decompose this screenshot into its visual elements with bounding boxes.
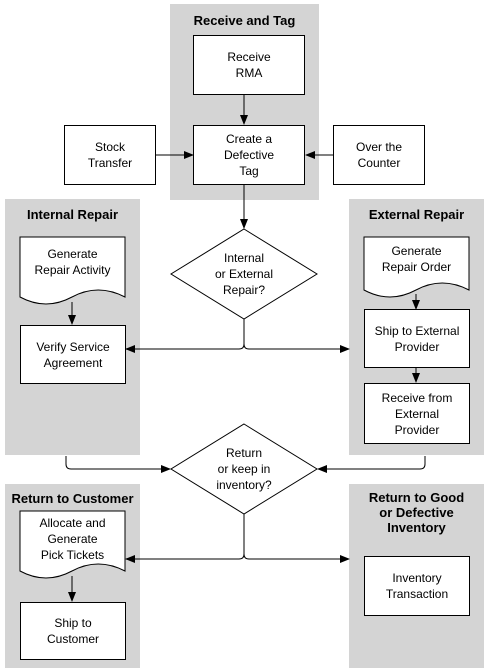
node-verify-service-agreement: Verify Service Agreement — [20, 325, 126, 384]
node-ship-to-customer: Ship to Customer — [20, 602, 126, 660]
panel-title-external-repair: External Repair — [368, 207, 465, 222]
label-generate-repair-activity: Generate Repair Activity — [34, 247, 111, 277]
doc-generate-repair-activity — [19, 236, 126, 305]
node-stock-transfer: Stock Transfer — [64, 125, 156, 185]
arrow-external-to-decision2 — [317, 456, 426, 473]
branch-decision1-stem — [238, 319, 245, 350]
node-over-the-counter: Over the Counter — [333, 125, 425, 185]
panel-title-return-to-inventory: Return to Good or Defective Inventory — [368, 490, 465, 535]
doc-generate-repair-order — [363, 236, 470, 298]
label-allocate-pick-tickets: Allocate and Generate Pick Tickets — [39, 516, 106, 562]
node-receive-rma: Receive RMA — [193, 35, 305, 95]
panel-title-internal-repair: Internal Repair — [26, 207, 119, 222]
node-ship-to-external-provider: Ship to External Provider — [364, 309, 470, 368]
panel-title-receive-and-tag: Receive and Tag — [193, 13, 296, 28]
label-return-or-keep: Return or keep in inventory? — [216, 446, 272, 492]
node-create-defective-tag: Create a Defective Tag — [193, 125, 305, 185]
panel-title-return-to-customer: Return to Customer — [11, 491, 134, 506]
label-generate-repair-order: Generate Repair Order — [381, 244, 452, 274]
doc-allocate-pick-tickets — [19, 510, 126, 579]
branch-decision2-stem — [238, 514, 245, 560]
arrow-internal-to-decision2 — [65, 456, 171, 473]
node-inventory-transaction: Inventory Transaction — [364, 556, 470, 616]
label-internal-or-external: Internal or External Repair? — [214, 251, 274, 297]
node-receive-from-external-provider: Receive from External Provider — [364, 383, 470, 444]
